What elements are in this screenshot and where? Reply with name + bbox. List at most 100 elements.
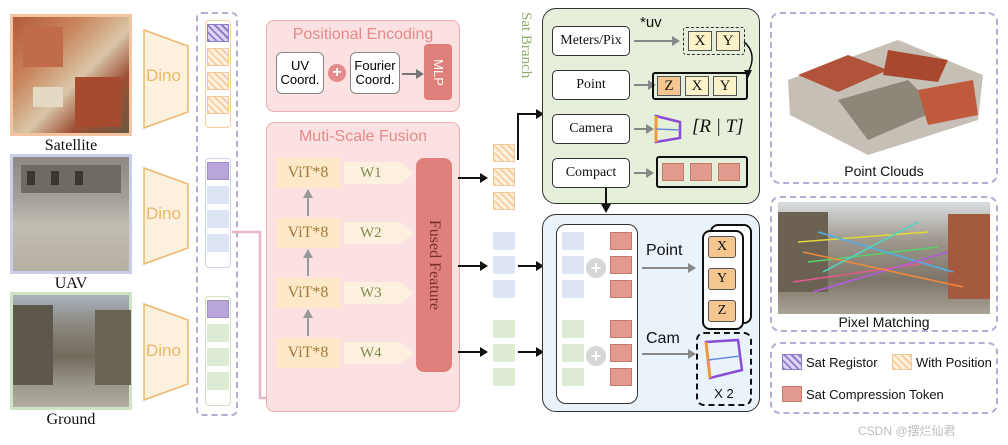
legend-position-swatch <box>892 354 912 370</box>
legend-compression-label: Sat Compression Token <box>806 387 944 402</box>
weight-w3: W3 <box>360 284 382 301</box>
camera-output-group <box>696 332 752 406</box>
legend-compression-swatch <box>782 386 802 402</box>
x-cell: X <box>688 31 712 51</box>
uv-coord-box: UV Coord. <box>276 52 324 94</box>
watermark: CSDN @摆烂仙君 <box>858 424 956 438</box>
uav-head-token <box>562 280 584 298</box>
fused-feature-block: Fused Feature <box>416 158 452 372</box>
sat-pos-token <box>493 144 515 162</box>
ground-image <box>10 292 132 410</box>
rotation-translation-label: [R | T] <box>692 116 744 137</box>
satellite-image <box>10 14 132 136</box>
compression-token <box>718 163 740 181</box>
point-box: Point <box>552 70 630 100</box>
compression-token <box>610 320 632 338</box>
point-clouds-caption: Point Clouds <box>844 163 924 179</box>
ground-head-token <box>562 368 584 386</box>
mlp-box: MLP <box>424 44 452 100</box>
mlp-label: MLP <box>430 58 446 86</box>
ground-feature-token <box>493 344 515 362</box>
cam-head-label: Cam <box>646 330 680 347</box>
plus-icon: + <box>328 64 346 82</box>
compression-token <box>662 163 684 181</box>
vit-block-1: ViT*8 <box>276 158 340 188</box>
weight-arrows <box>344 162 414 364</box>
ground-token <box>207 348 229 366</box>
zxy-group <box>652 72 748 100</box>
add-icon: + <box>586 258 606 278</box>
uav-feature-token <box>493 280 515 298</box>
sat-branch-title: Sat Branch <box>518 12 534 79</box>
z-cell: Z <box>657 76 681 96</box>
legend-registor-swatch <box>782 354 802 370</box>
xy-group <box>683 27 745 55</box>
dino-encoders <box>143 28 189 402</box>
compact-down-arrow <box>601 188 611 213</box>
compression-token <box>610 232 632 250</box>
fusion-title: Muti-Scale Fusion <box>298 128 428 145</box>
compact-token-group <box>656 156 748 188</box>
legend-panel <box>770 342 998 414</box>
uav-head-token <box>562 232 584 250</box>
pixel-matching-caption: Pixel Matching <box>838 314 930 330</box>
x-output-cell: X <box>708 236 736 258</box>
dino-label-sat: Dino <box>146 66 181 85</box>
camera-frustum-icon <box>704 338 744 380</box>
legend-registor-label: Sat Registor <box>806 355 878 370</box>
vit-up-arrows <box>303 189 313 336</box>
uav-image <box>10 154 132 274</box>
ground-token <box>207 372 229 390</box>
camera-box: Camera <box>552 114 630 144</box>
pixel-matching-panel <box>770 196 998 332</box>
point-head-label: Point <box>646 242 683 259</box>
vit-block-4: ViT*8 <box>276 338 340 368</box>
point-cloud-image <box>778 20 990 160</box>
compression-token <box>610 256 632 274</box>
position-token <box>207 48 229 66</box>
legend-position-label: With Position <box>916 355 992 370</box>
head-arrows <box>642 263 696 359</box>
z-output-cell: Z <box>708 300 736 322</box>
weight-w1: W1 <box>360 164 382 181</box>
camera-frustum-icon <box>654 114 682 144</box>
dino-label-uav: Dino <box>146 204 181 223</box>
compact-box: Compact <box>552 158 630 188</box>
meters-pix-box: Meters/Pix <box>552 26 630 56</box>
fused-feature-label: Fused Feature <box>426 219 444 311</box>
times-two-label: X 2 <box>714 386 734 401</box>
point-clouds-panel <box>770 12 998 184</box>
pixel-matching-image <box>778 202 990 314</box>
uav-head-token <box>562 256 584 274</box>
x-cell: X <box>685 76 709 96</box>
compression-token <box>610 344 632 362</box>
compression-token <box>610 280 632 298</box>
uv-multiplier: *uv <box>640 14 662 31</box>
y-cell: Y <box>716 31 740 51</box>
weight-w2: W2 <box>360 224 382 241</box>
ground-registor-token <box>207 300 229 318</box>
satellite-caption: Satellite <box>44 137 98 154</box>
ground-feature-token <box>493 368 515 386</box>
ground-feature-token <box>493 320 515 338</box>
compression-token <box>610 368 632 386</box>
y-output-cell: Y <box>708 268 736 290</box>
dino-label-ground: Dino <box>146 341 181 360</box>
fourier-coord-box: Fourier Coord. <box>350 52 400 94</box>
vit-block-2: ViT*8 <box>276 218 340 248</box>
token-column <box>196 12 238 416</box>
y-cell: Y <box>713 76 737 96</box>
uav-feature-token <box>493 256 515 274</box>
weight-w4: W4 <box>360 344 382 361</box>
ground-caption: Ground <box>46 411 96 428</box>
uav-feature-token <box>493 232 515 250</box>
sat-pos-token <box>493 168 515 186</box>
sat-registor-token <box>207 24 229 42</box>
uav-registor-token <box>207 162 229 180</box>
ground-head-token <box>562 344 584 362</box>
sat-pos-token <box>493 192 515 210</box>
add-icon: + <box>586 346 606 366</box>
fusion-out-arrows <box>458 109 544 357</box>
ground-token <box>207 324 229 342</box>
position-token <box>207 72 229 90</box>
